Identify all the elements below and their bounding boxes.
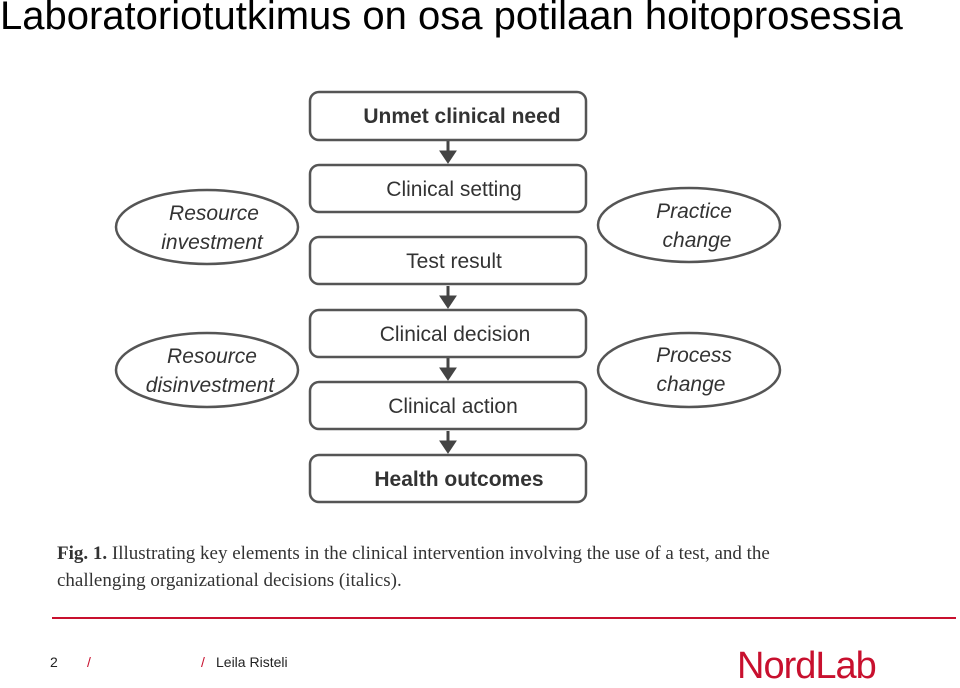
box-label-clinical-decision: Clinical decision bbox=[380, 323, 531, 346]
box-clinical-setting bbox=[308, 163, 588, 214]
arrow-need-to-setting bbox=[439, 141, 457, 164]
ellipse-label-resource-investment-2: investment bbox=[161, 231, 264, 254]
footer-separator-1: / bbox=[87, 654, 91, 670]
box-clinical-decision bbox=[308, 308, 588, 359]
box-label-unmet-clinical-need: Unmet clinical need bbox=[363, 105, 560, 128]
ellipse-label-practice-change-2: change bbox=[663, 229, 732, 252]
arrow-decision-to-action bbox=[439, 358, 457, 381]
arrow-action-to-outcomes bbox=[439, 431, 457, 454]
figure-label: Fig. 1. bbox=[57, 543, 108, 564]
flow-arrows bbox=[439, 141, 457, 454]
clinical-flow-diagram: Unmet clinical need Clinical setting Tes… bbox=[114, 90, 782, 504]
box-unmet-clinical-need bbox=[308, 90, 588, 142]
arrow-result-to-decision bbox=[439, 286, 457, 309]
box-label-health-outcomes: Health outcomes bbox=[374, 468, 543, 491]
slide-title: Laboratoriotutkimus on osa potilaan hoit… bbox=[0, 0, 903, 38]
ellipse-label-resource-disinvestment-1: Resource bbox=[167, 345, 257, 368]
box-health-outcomes bbox=[308, 453, 588, 504]
footer-separator-2: / bbox=[201, 654, 205, 670]
ellipse-resource-disinvestment bbox=[114, 331, 300, 409]
figure-caption-text: Illustrating key elements in the clinica… bbox=[57, 543, 770, 591]
ellipse-practice-change bbox=[596, 186, 782, 264]
box-label-clinical-action: Clinical action bbox=[388, 395, 518, 418]
ellipse-process-change bbox=[596, 331, 782, 409]
ellipse-label-resource-investment-1: Resource bbox=[169, 202, 259, 225]
box-clinical-action bbox=[308, 380, 588, 431]
page-number: 2 bbox=[50, 654, 58, 670]
figure-caption: Fig. 1. Illustrating key elements in the… bbox=[57, 540, 857, 594]
ellipse-label-practice-change-1: Practice bbox=[656, 200, 732, 223]
ellipse-label-resource-disinvestment-2: disinvestment bbox=[146, 374, 276, 397]
ellipse-resource-investment bbox=[114, 188, 300, 266]
nordlab-logo: NordLab bbox=[737, 645, 877, 687]
footer-author: Leila Risteli bbox=[216, 654, 288, 670]
box-label-clinical-setting: Clinical setting bbox=[386, 178, 521, 201]
box-test-result bbox=[308, 235, 588, 286]
ellipse-label-process-change-2: change bbox=[657, 373, 726, 396]
footer-divider bbox=[52, 617, 956, 619]
box-label-test-result: Test result bbox=[406, 250, 502, 273]
ellipse-label-process-change-1: Process bbox=[656, 344, 732, 367]
